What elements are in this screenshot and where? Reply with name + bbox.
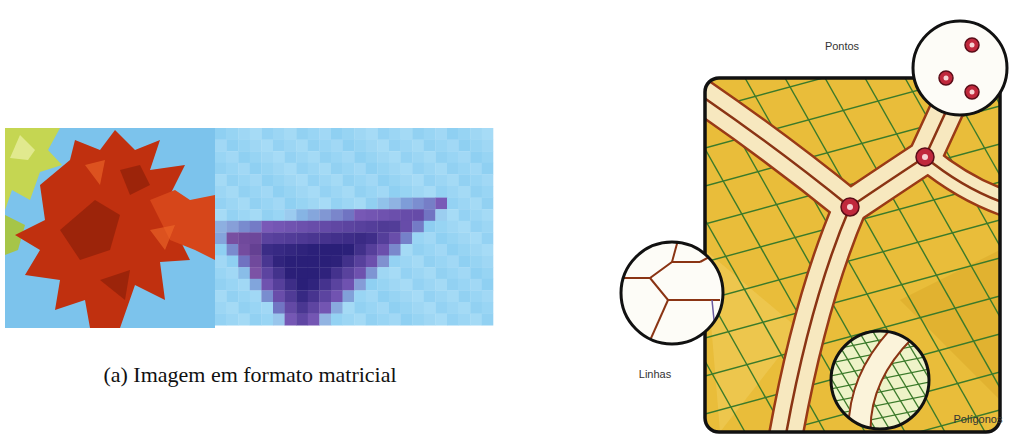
leaf-photo <box>5 128 215 328</box>
point-marker <box>841 148 934 216</box>
subfigure-caption: (a) Imagem em formato matricial <box>103 362 396 388</box>
layer-label: Polígonos <box>954 413 1003 425</box>
pixel-zoom <box>215 128 493 326</box>
polygons-zoom <box>746 252 988 437</box>
vector-map <box>465 0 1015 437</box>
layer-label: Linhas <box>639 368 671 380</box>
layer-label: Pontos <box>825 40 859 52</box>
points-zoom <box>913 21 1007 115</box>
lines-zoom <box>615 240 723 345</box>
